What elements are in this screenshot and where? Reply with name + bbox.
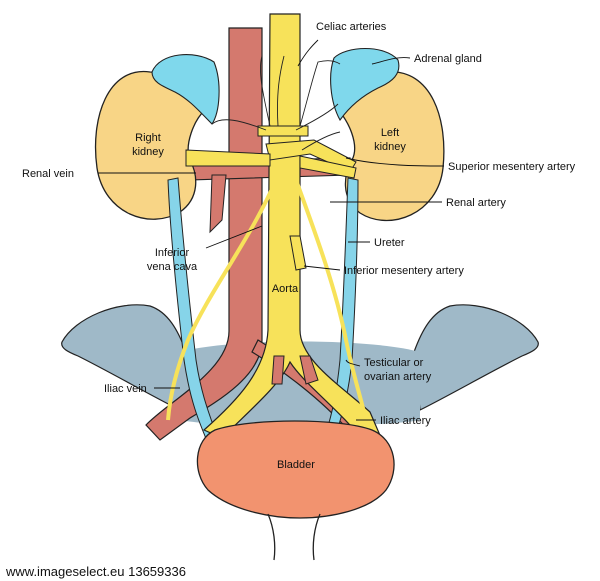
label-celiac-arteries: Celiac arteries (316, 21, 387, 33)
internal-iliac-left (271, 355, 285, 385)
pelvis-right (413, 304, 539, 411)
celiac-trunk (257, 125, 309, 137)
label-left-kidney-line2: kidney (374, 141, 406, 153)
label-iliac-artery: Iliac artery (380, 415, 431, 427)
label-inferior-mesentery-artery: Inferior mesentery artery (344, 265, 464, 277)
label-right-kidney-line2: kidney (132, 146, 164, 158)
label-ureter: Ureter (374, 237, 405, 249)
leader-lines (98, 39, 445, 421)
aorta (202, 13, 383, 445)
label-inferior-vena-cava-line1: Inferior (155, 247, 190, 259)
bladder (196, 420, 395, 519)
renal-artery-right (185, 149, 271, 167)
label-testicular-line2: ovarian artery (364, 371, 432, 383)
watermark: www.imageselect.eu 13659336 (5, 564, 186, 579)
adrenal-gland-left (330, 48, 400, 122)
label-right-kidney-line1: Right (135, 132, 161, 144)
label-bladder: Bladder (277, 459, 315, 471)
urethra (267, 513, 321, 561)
inferior-vena-cava (145, 27, 263, 441)
testicular-artery-left (294, 179, 368, 421)
label-renal-artery: Renal artery (446, 197, 506, 209)
label-inferior-vena-cava-line2: vena cava (147, 261, 198, 273)
renal-artery-left (299, 155, 357, 179)
label-superior-mesentery-artery: Superior mesentery artery (448, 161, 576, 173)
inferior-mesentery-artery (289, 235, 307, 271)
testicular-artery-right (166, 179, 278, 421)
label-renal-vein: Renal vein (22, 168, 74, 180)
label-iliac-vein: Iliac vein (104, 383, 147, 395)
internal-iliac-right (299, 355, 319, 385)
label-left-kidney-line1: Left (381, 127, 399, 139)
label-aorta: Aorta (272, 283, 299, 295)
label-testicular-line1: Testicular or (364, 357, 424, 369)
label-adrenal-gland: Adrenal gland (414, 53, 482, 65)
gonadal-vein (209, 174, 227, 234)
celiac-branches (211, 55, 341, 151)
labels: Celiac arteries Adrenal gland Right kidn… (22, 21, 576, 471)
